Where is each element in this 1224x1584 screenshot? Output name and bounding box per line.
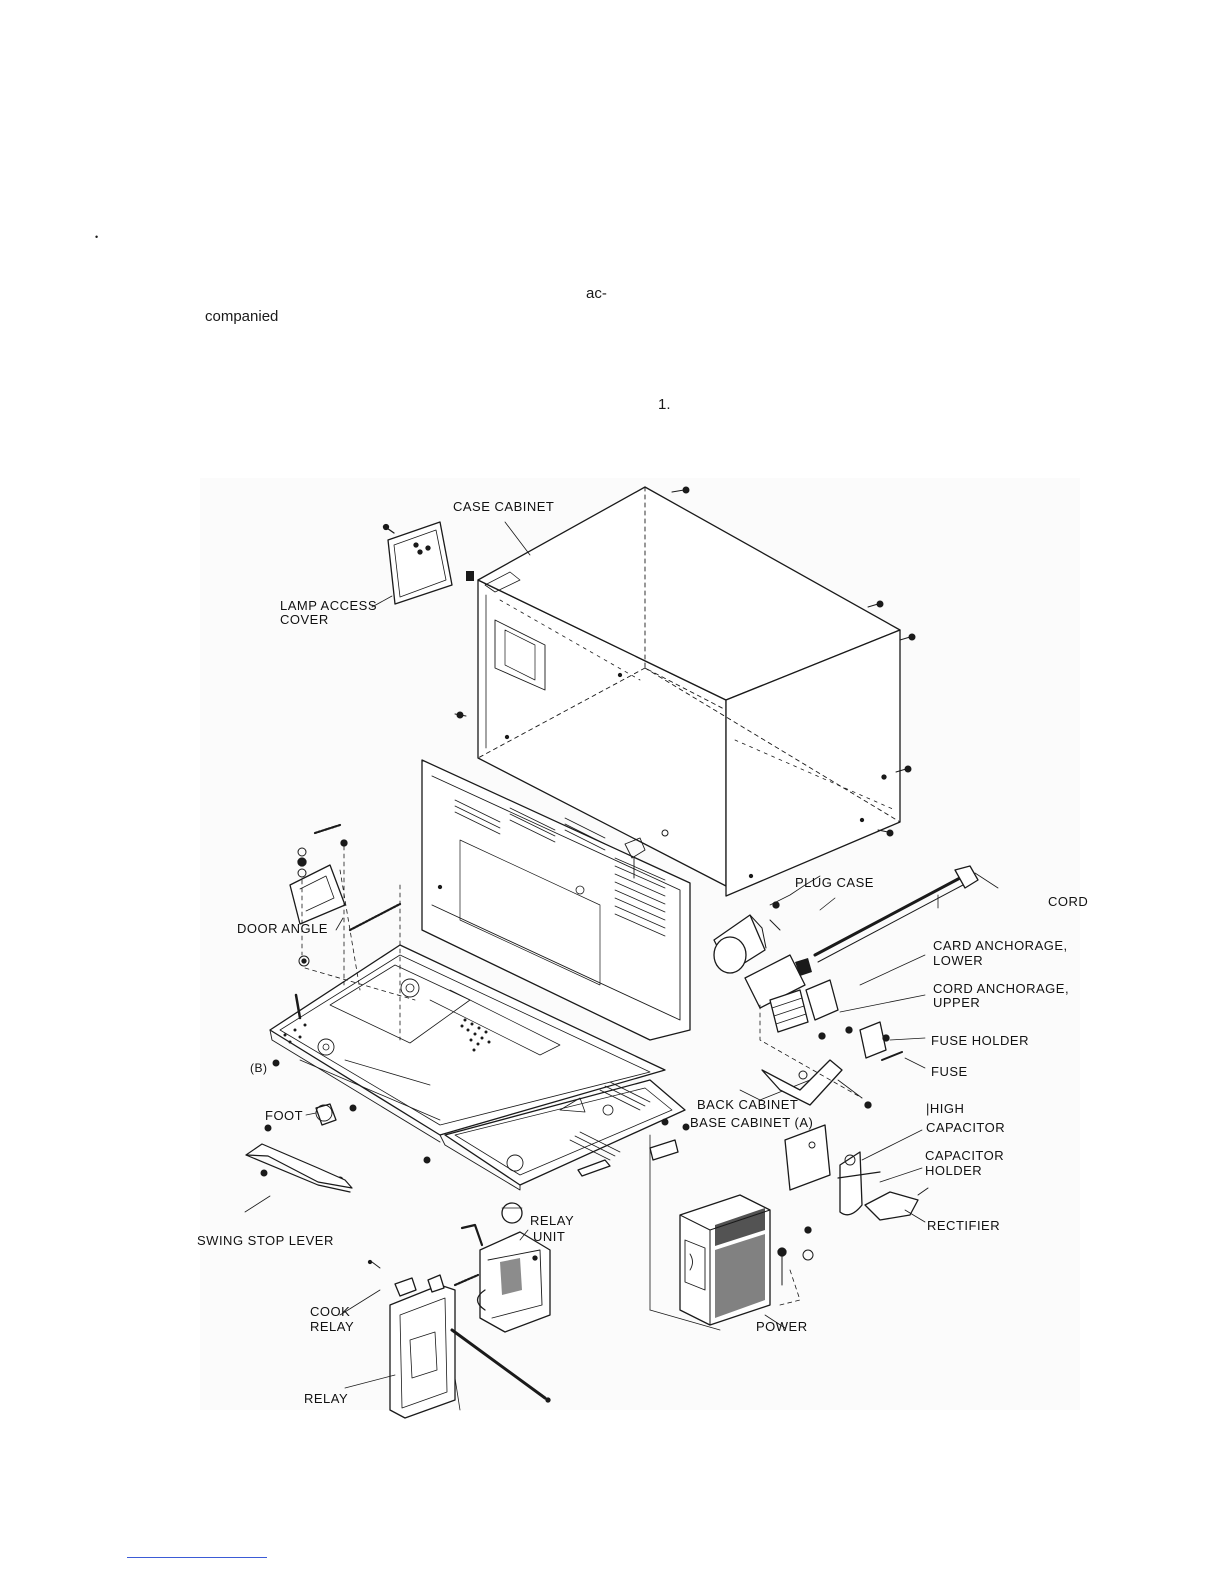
label-cook-relay-line2: RELAY [310, 1320, 354, 1334]
footer-rule [127, 1557, 267, 1558]
label-swing-stop-lever: SWING STOP LEVER [197, 1234, 334, 1248]
label-fuse-holder: FUSE HOLDER [931, 1034, 1029, 1048]
label-plug-case: PLUG CASE [795, 876, 874, 890]
label-high-capacitor-line1: |HIGH [926, 1102, 964, 1116]
label-power: POWER [756, 1320, 808, 1334]
label-fuse: FUSE [931, 1065, 968, 1079]
label-lamp-access-cover-line1: LAMP ACCESS [280, 599, 377, 613]
label-high-capacitor-line2: CAPACITOR [926, 1121, 1005, 1135]
label-card-anchorage-lower-line1: CARD ANCHORAGE, [933, 939, 1068, 953]
label-base-cabinet-a: BASE CABINET (A) [690, 1116, 813, 1130]
label-cord-anchorage-upper-line1: CORD ANCHORAGE, [933, 982, 1069, 996]
label-foot: FOOT [265, 1109, 303, 1123]
label-card-anchorage-lower-line2: LOWER [933, 954, 983, 968]
label-relay-unit-line2: UNIT [533, 1230, 565, 1244]
label-cook-relay-line1: COOK [310, 1305, 350, 1319]
label-capacitor-holder-line1: CAPACITOR [925, 1149, 1004, 1163]
label-rectifier: RECTIFIER [927, 1219, 1000, 1233]
label-cord: CORD [1048, 895, 1088, 909]
label-capacitor-holder-line2: HOLDER [925, 1164, 982, 1178]
label-b-marker: (B) [250, 1061, 268, 1075]
label-relay: RELAY [304, 1392, 348, 1406]
label-door-angle: DOOR ANGLE [237, 922, 328, 936]
label-relay-unit-line1: RELAY [530, 1214, 574, 1228]
label-lamp-access-cover-line2: COVER [280, 613, 329, 627]
label-back-cabinet: BACK CABINET [697, 1098, 798, 1112]
label-cord-anchorage-upper-line2: UPPER [933, 996, 980, 1010]
label-case-cabinet: CASE CABINET [453, 500, 554, 514]
